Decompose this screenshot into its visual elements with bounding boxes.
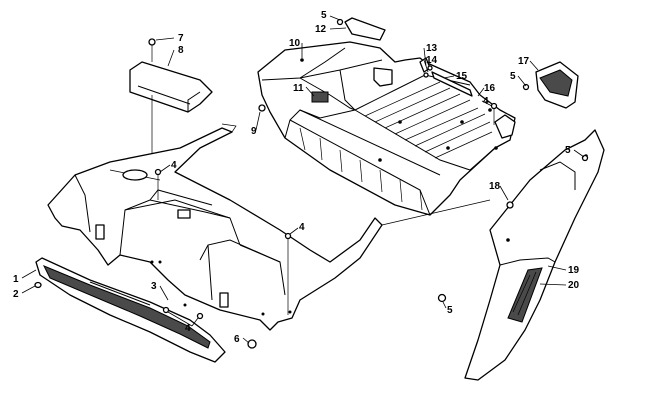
callout-labels: 1 2 3 4 4 4 4 5 5 5 5 6 7 8 9 10 11 12 1… (13, 10, 580, 345)
callout-10: 10 (289, 38, 301, 49)
front-trim-strip (34, 257, 226, 363)
assembly-link-line (381, 199, 491, 226)
callout-6: 6 (234, 334, 240, 345)
top-bracket (336, 17, 386, 41)
side-panel (464, 129, 605, 381)
cargo-box (257, 41, 516, 216)
callout-8: 8 (178, 45, 184, 56)
callout-20: 20 (568, 280, 580, 291)
callout-15: 15 (456, 71, 468, 82)
callout-5-panel: 5 (565, 145, 571, 156)
callout-3: 3 (151, 281, 157, 292)
callout-18: 18 (489, 181, 501, 192)
callout-14: 14 (426, 55, 438, 66)
callout-9: 9 (251, 126, 257, 137)
dash-panel (47, 123, 383, 331)
callout-4-dash: 4 (171, 160, 177, 171)
callout-13: 13 (426, 43, 438, 54)
callout-16: 16 (484, 83, 496, 94)
callout-19: 19 (568, 265, 580, 276)
leader-lines (21, 15, 585, 344)
callout-4-bottom: 4 (185, 323, 191, 334)
callout-5-top: 5 (321, 10, 327, 21)
callout-1: 1 (13, 274, 19, 285)
callout-12: 12 (315, 24, 327, 35)
tail-light (522, 61, 579, 109)
callout-4-box: 4 (483, 96, 489, 107)
callout-7: 7 (178, 33, 184, 44)
callout-4-right: 4 (299, 222, 305, 233)
callout-11: 11 (293, 83, 304, 94)
callout-5-light: 5 (510, 71, 516, 82)
callout-5-bottom: 5 (447, 305, 453, 316)
fasteners (154, 65, 589, 349)
callout-2: 2 (13, 289, 19, 300)
callout-17: 17 (518, 56, 530, 67)
